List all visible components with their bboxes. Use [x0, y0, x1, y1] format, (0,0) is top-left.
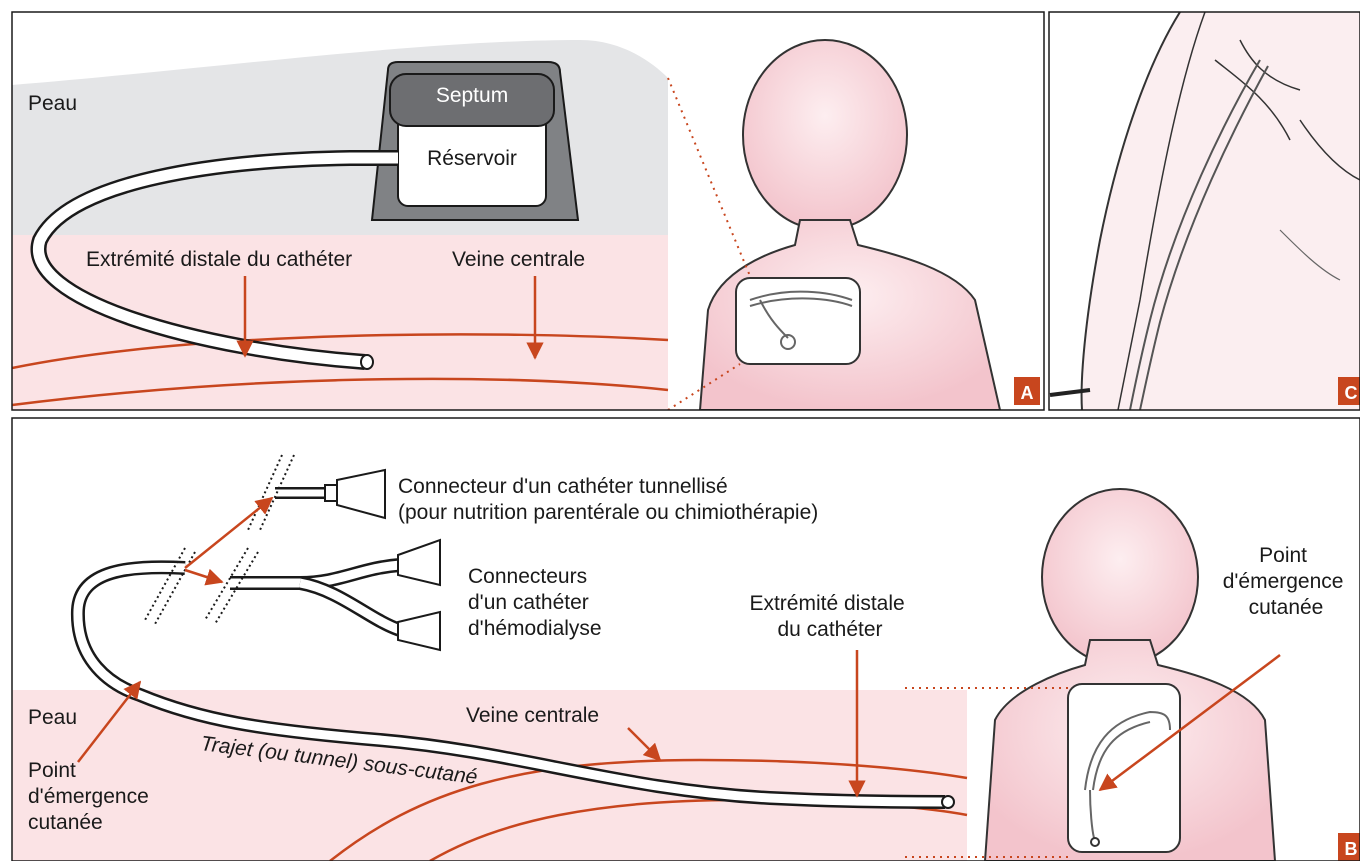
- badge-a: A: [1021, 383, 1034, 403]
- panel-a: Peau Septum Réservoir Extrémité distale …: [12, 12, 1044, 410]
- hemo-connectors-label: Connecteurs d'un cathéter d'hémodialyse: [468, 565, 602, 640]
- septum-label: Septum: [436, 84, 508, 107]
- vein-label-a: Veine centrale: [452, 248, 585, 271]
- panel-c: C: [1049, 12, 1360, 410]
- tip-label-a: Extrémité distale du cathéter: [86, 248, 352, 271]
- inset-b: [1068, 684, 1180, 852]
- vein-label-b: Veine centrale: [466, 704, 599, 727]
- badge-c: C: [1345, 383, 1358, 403]
- badge-b: B: [1345, 839, 1358, 859]
- skin-label-a: Peau: [28, 92, 77, 115]
- skin-label-b: Peau: [28, 706, 77, 729]
- reservoir-label: Réservoir: [427, 147, 517, 170]
- panel-b: Connecteur d'un cathéter tunnellisé (pou…: [12, 418, 1360, 861]
